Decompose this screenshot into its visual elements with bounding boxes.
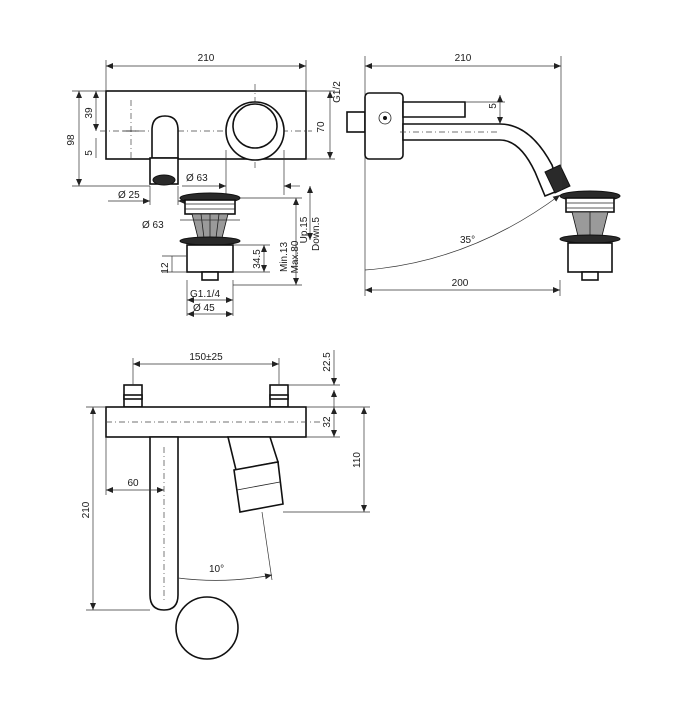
waste-12-label: 12 xyxy=(160,262,171,274)
top-angle-arc xyxy=(177,573,273,581)
side-width-label: 210 xyxy=(455,53,472,64)
side-offset-label: 5 xyxy=(488,103,499,109)
waste-tail xyxy=(201,271,219,281)
waste-travel-down-label: Down.5 xyxy=(311,217,322,251)
front-spout-outlet xyxy=(152,174,176,186)
front-knob-inner xyxy=(232,103,278,149)
top-angle-ray xyxy=(261,511,273,581)
side-spout xyxy=(402,123,561,198)
top-lever-line xyxy=(236,481,281,491)
side-spout-nozzle xyxy=(544,164,571,194)
waste-valve-front: Ø 63 12 34.5 Min.13 Max.80 Up.15 Down.5 … xyxy=(142,186,322,317)
side-body xyxy=(364,92,404,160)
top-spout xyxy=(149,436,179,611)
side-angle-arc xyxy=(364,194,561,271)
waste-cap-collar xyxy=(184,199,236,215)
top-spout-length-label: 210 xyxy=(81,501,92,518)
side-waste-tail xyxy=(581,271,599,281)
waste-range-max-label: Max.80 xyxy=(290,240,301,273)
waste-thread-label: G1.1/4 xyxy=(190,289,220,300)
waste-flange xyxy=(179,236,241,246)
front-plate-height-label: 70 xyxy=(316,121,327,133)
top-view: 150±25 22.5 32 110 210 60 10° xyxy=(81,350,370,660)
top-stub-left-band xyxy=(123,394,143,400)
top-lever-grip xyxy=(233,461,284,513)
top-spout-offset-label: 60 xyxy=(127,478,139,489)
waste-body xyxy=(186,244,234,273)
top-spacing-label: 150±25 xyxy=(189,352,223,363)
waste-cap-dia-label: Ø 63 xyxy=(142,220,164,231)
front-plate xyxy=(105,90,307,160)
top-total-depth-label: 110 xyxy=(352,452,363,468)
top-stub-height-label: 22.5 xyxy=(322,352,333,372)
front-small-offset-label: 5 xyxy=(84,150,95,156)
front-width-label: 210 xyxy=(198,53,215,64)
side-screw-center xyxy=(383,116,387,120)
front-view: 210 98 39 5 70 G1/2 Ø 25 Ø 63 xyxy=(66,53,343,205)
side-waste-collar xyxy=(565,197,615,213)
side-projection-label: 200 xyxy=(452,278,469,289)
side-thread-stub xyxy=(346,111,366,133)
top-knob xyxy=(175,596,239,660)
side-lever xyxy=(402,101,466,118)
top-depth-label: 32 xyxy=(322,416,333,428)
side-screw xyxy=(378,111,392,125)
waste-spider-rib xyxy=(200,213,205,239)
front-spout-dia-label: Ø 25 xyxy=(118,190,140,201)
side-view: 210 5 35° 200 xyxy=(346,53,621,296)
front-height-label: 98 xyxy=(66,134,77,146)
waste-base-dia-label: Ø 45 xyxy=(193,303,215,314)
top-angle-label: 10° xyxy=(209,564,224,575)
waste-range-min-label: Min.13 xyxy=(279,242,290,272)
front-knob-dia-label: Ø 63 xyxy=(186,173,208,184)
side-angle-label: 35° xyxy=(460,235,475,246)
top-stub-right-band xyxy=(269,394,289,400)
side-waste-body xyxy=(567,242,613,273)
front-spout-neck xyxy=(151,115,179,159)
front-thread-label: G1/2 xyxy=(332,81,343,103)
waste-34-5-label: 34.5 xyxy=(252,249,263,269)
front-top-offset-label: 39 xyxy=(84,107,95,119)
waste-travel-up-label: Up.15 xyxy=(299,216,310,243)
side-waste-flange xyxy=(559,234,621,244)
waste-spider-rib xyxy=(215,213,220,239)
